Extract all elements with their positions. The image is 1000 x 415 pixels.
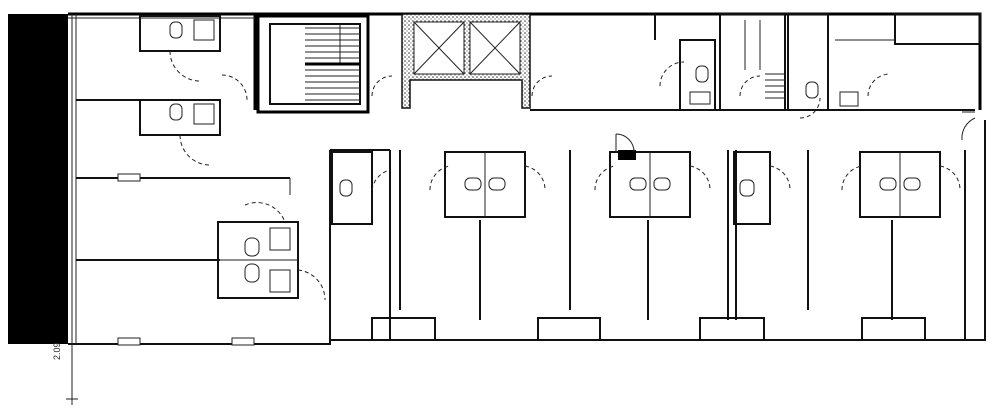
stair-treads xyxy=(305,24,360,101)
apartment-units xyxy=(329,111,976,340)
dimension-marker xyxy=(66,344,78,405)
right-core xyxy=(530,13,981,119)
stair-treads-right xyxy=(744,20,785,99)
dimension-label: 2.09 xyxy=(52,342,62,360)
core xyxy=(256,13,553,114)
left-wing-rooms xyxy=(76,15,326,346)
facade-band xyxy=(8,14,68,344)
